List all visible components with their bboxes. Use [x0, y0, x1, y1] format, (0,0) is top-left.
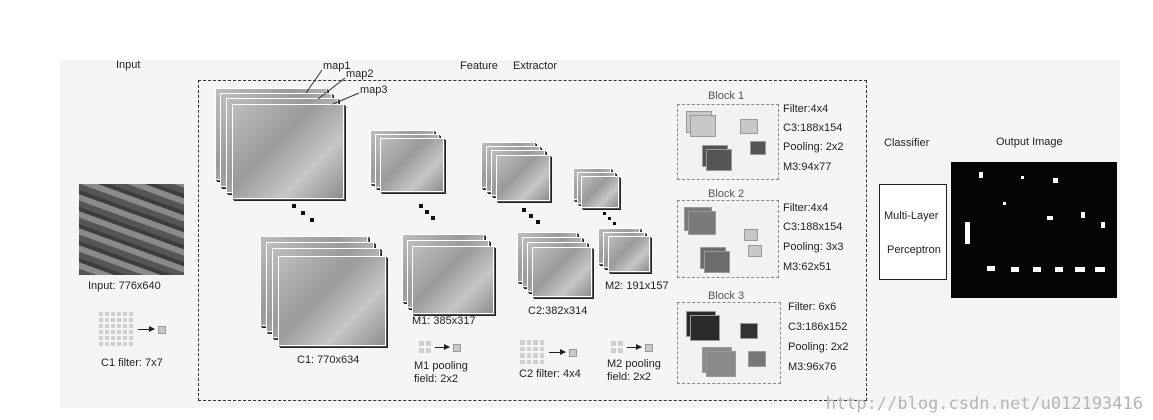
c2-filter-output-pixel	[569, 349, 577, 357]
block-1-filter: Filter:4x4	[783, 103, 829, 115]
classifier-label: Classifier	[884, 137, 930, 149]
watermark: http://blog.csdn.net/u012193416	[825, 394, 1143, 414]
c1-filter-output-pixel	[158, 326, 166, 334]
mlp-box	[879, 184, 947, 280]
m2-pooling-label-line2: field: 2x2	[607, 371, 652, 383]
block-3-c3: C3:186x152	[788, 321, 848, 333]
c2-ellipsis-dot	[529, 214, 533, 218]
input-size-label: Input: 776x640	[88, 280, 161, 292]
m1-pooling-output-pixel	[453, 344, 461, 352]
extractor-label: Extractor	[513, 60, 558, 72]
block-3-box	[677, 302, 781, 384]
m1-ellipsis-dot	[425, 210, 429, 214]
feature-extractor-frame	[198, 80, 867, 401]
map3-label: map3	[360, 84, 388, 96]
feature-label: Feature	[460, 60, 498, 72]
mlp-label-line2: Perceptron	[887, 244, 941, 256]
c1-ellipsis-dot	[301, 211, 305, 215]
m2-pooling-grid	[610, 340, 624, 354]
m1-ellipsis-dot	[419, 204, 423, 208]
block-2-box	[677, 200, 779, 278]
c2-filter-arrow	[549, 349, 566, 355]
c2-filter-label: C2 filter: 4x4	[519, 368, 581, 380]
block-3-pooling: Pooling: 2x2	[788, 341, 849, 353]
block-2-pooling: Pooling: 3x3	[783, 241, 844, 253]
map2-label: map2	[346, 68, 374, 80]
input-label: Input	[116, 59, 141, 71]
c2-ellipsis-dot	[536, 220, 540, 224]
c1-filter-grid	[98, 311, 134, 347]
c1-label: C1: 770x634	[297, 354, 360, 366]
block-1-c3: C3:188x154	[783, 122, 843, 134]
m1-ellipsis-dot	[431, 216, 435, 220]
input-image	[79, 184, 184, 275]
block-2-title: Block 2	[708, 188, 745, 200]
block-2-m3: M3:62x51	[783, 261, 832, 273]
c2-ellipsis-dot	[522, 208, 526, 212]
c2-filter-grid	[519, 339, 545, 365]
block-2-c3: C3:188x154	[783, 221, 843, 233]
c1-ellipsis-dot	[292, 204, 296, 208]
m2-pooling-output-pixel	[645, 344, 653, 352]
m1-pooling-grid	[418, 340, 432, 354]
m1-pooling-label-line2: field: 2x2	[414, 373, 459, 385]
block-1-pooling: Pooling: 2x2	[783, 141, 844, 153]
c1-ellipsis-dot	[310, 218, 314, 222]
m2-label: M2: 191x157	[605, 280, 669, 292]
c2-label: C2:382x314	[528, 305, 588, 317]
m2-ellipsis-dot	[613, 222, 616, 225]
m1-pooling-arrow	[435, 344, 450, 350]
c1-filter-arrow	[138, 326, 155, 332]
m2-ellipsis-dot	[603, 212, 606, 215]
mlp-label-line1: Multi-Layer	[884, 210, 939, 222]
map1-label: map1	[323, 60, 351, 72]
m2-pooling-label-line1: M2 pooling	[607, 358, 661, 370]
block-1-m3: M3:94x77	[783, 161, 832, 173]
m1-pooling-label-line1: M1 pooling	[414, 360, 468, 372]
block-1-title: Block 1	[708, 90, 745, 102]
output-image-label: Output Image	[996, 136, 1063, 148]
m2-ellipsis-dot	[608, 217, 611, 220]
block-3-title: Block 3	[708, 290, 745, 302]
block-2-filter: Filter:4x4	[783, 202, 829, 214]
c1-filter-label: C1 filter: 7x7	[101, 357, 163, 369]
m2-pooling-arrow	[627, 344, 642, 350]
m1-label: M1: 385x317	[412, 315, 476, 327]
block-3-filter: Filter: 6x6	[788, 301, 837, 313]
block-1-box	[677, 104, 779, 180]
block-3-m3: M3:96x76	[788, 361, 837, 373]
output-image	[951, 162, 1117, 298]
